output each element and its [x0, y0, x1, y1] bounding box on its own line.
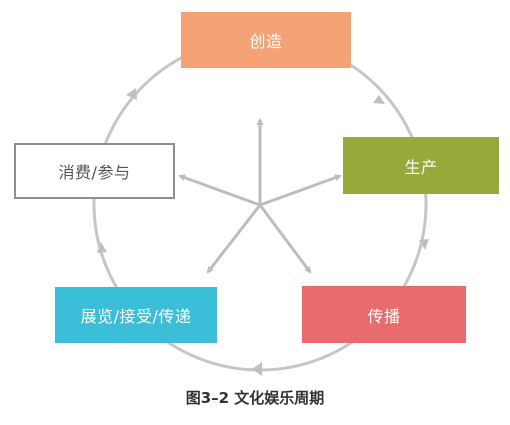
- node-create-label: 创造: [249, 32, 283, 51]
- center-arrow-down-right: [258, 204, 312, 274]
- node-exhibit-label: 展览/接受/传递: [80, 307, 192, 326]
- ring-arrowhead-exhibit-to-consume: [97, 242, 107, 253]
- figure-caption: 图3–2 文化娱乐周期: [185, 389, 325, 407]
- node-exhibit: 展览/接受/传递: [55, 287, 217, 343]
- node-spread-label: 传播: [367, 306, 401, 326]
- node-consume: 消费/参与: [14, 143, 175, 199]
- node-produce-label: 生产: [404, 157, 438, 177]
- center-arrow-down-left: [206, 204, 262, 274]
- node-spread: 传播: [302, 286, 466, 343]
- center-arrow-left: [178, 174, 261, 207]
- node-consume-label: 消费/参与: [58, 163, 131, 182]
- ring-arrowhead-produce-to-spread: [419, 239, 429, 250]
- ring-arrowhead-spread-to-exhibit: [252, 362, 262, 376]
- ring-arrowhead-create-to-produce: [373, 95, 385, 104]
- ring-arrowhead-consume-to-create: [126, 88, 137, 100]
- center-arrows: [178, 117, 342, 274]
- node-produce: 生产: [343, 137, 499, 194]
- center-arrow-right: [259, 174, 342, 207]
- node-create: 创造: [181, 12, 351, 68]
